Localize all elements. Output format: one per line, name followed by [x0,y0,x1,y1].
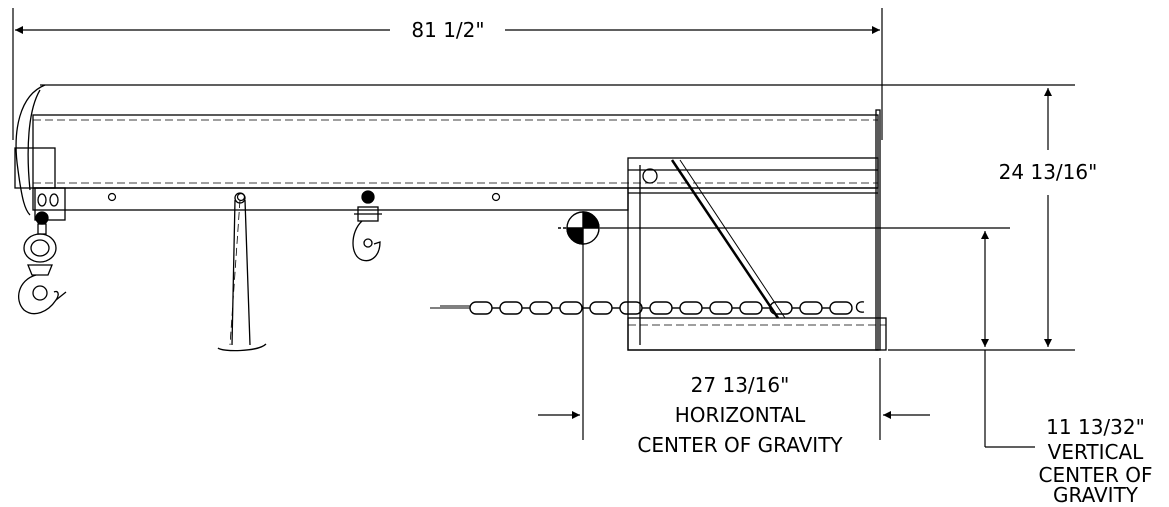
support-leg [217,192,267,352]
horizontal-cog-line2: CENTER OF GRAVITY [637,433,843,457]
vertical-cog-line1: VERTICAL [1047,440,1144,464]
vertical-cog-dimension [600,227,1035,448]
overall-length-label: 81 1/2" [392,18,504,42]
middle-swivel-hook [352,190,382,262]
overall-height-label: 24 13/16" [978,160,1118,184]
left-end-hook-assembly [14,84,67,315]
flange-holes [107,192,501,202]
vertical-cog-line3: GRAVITY [1053,483,1138,507]
horizontal-cog-dimension [538,240,930,440]
fork-pocket-bracket [627,157,887,351]
overall-length-dimension [12,8,883,140]
horizontal-cog-value: 27 13/16" [690,373,790,397]
safety-chain [430,301,865,315]
overall-height-dimension [40,84,1075,351]
center-of-gravity-symbol [558,211,600,245]
vertical-cog-line2: CENTER OF [1038,463,1153,487]
vertical-cog-value: 11 13/32" [1046,415,1145,439]
horizontal-cog-line1: HORIZONTAL [674,403,806,427]
